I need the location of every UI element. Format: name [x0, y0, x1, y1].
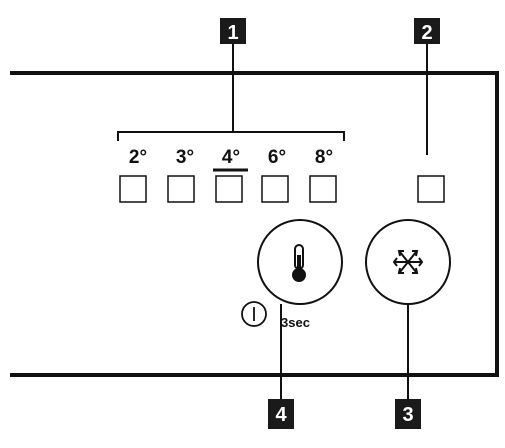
- temperature-button[interactable]: [257, 219, 343, 305]
- hold-time-label: 3sec: [281, 315, 310, 330]
- temperature-labels: 2° 3° 4° 6° 8°: [129, 147, 333, 168]
- indicator-light-6: [261, 175, 289, 203]
- callout-4: 4: [268, 304, 294, 429]
- callout-1-label: 1: [227, 22, 238, 44]
- callout-2-label: 2: [421, 22, 432, 44]
- callout-3: 3: [395, 304, 421, 429]
- temp-label-2: 2°: [129, 147, 147, 168]
- power-icon: [241, 301, 267, 327]
- panel-outline: [10, 71, 499, 377]
- temperature-indicator-lights: [119, 175, 337, 203]
- thermometer-icon: [292, 244, 306, 282]
- fast-freeze-indicator-light: [417, 175, 445, 203]
- callout-4-label: 4: [275, 404, 287, 426]
- callout-1: 1: [220, 18, 246, 132]
- indicator-light-3: [167, 175, 195, 203]
- temp-label-8: 8°: [315, 147, 333, 168]
- temperature-bracket: [117, 131, 345, 141]
- fast-freeze-button[interactable]: [365, 219, 451, 305]
- indicator-light-8: [309, 175, 337, 203]
- indicator-light-4: [215, 175, 243, 203]
- temp-label-6: 6°: [268, 147, 286, 168]
- callout-3-label: 3: [402, 404, 413, 426]
- temp-label-3: 3°: [176, 147, 194, 168]
- snowflake-icon: [392, 250, 424, 274]
- temp-label-4: 4°: [222, 147, 240, 168]
- indicator-light-2: [119, 175, 147, 203]
- callout-2: 2: [414, 18, 440, 155]
